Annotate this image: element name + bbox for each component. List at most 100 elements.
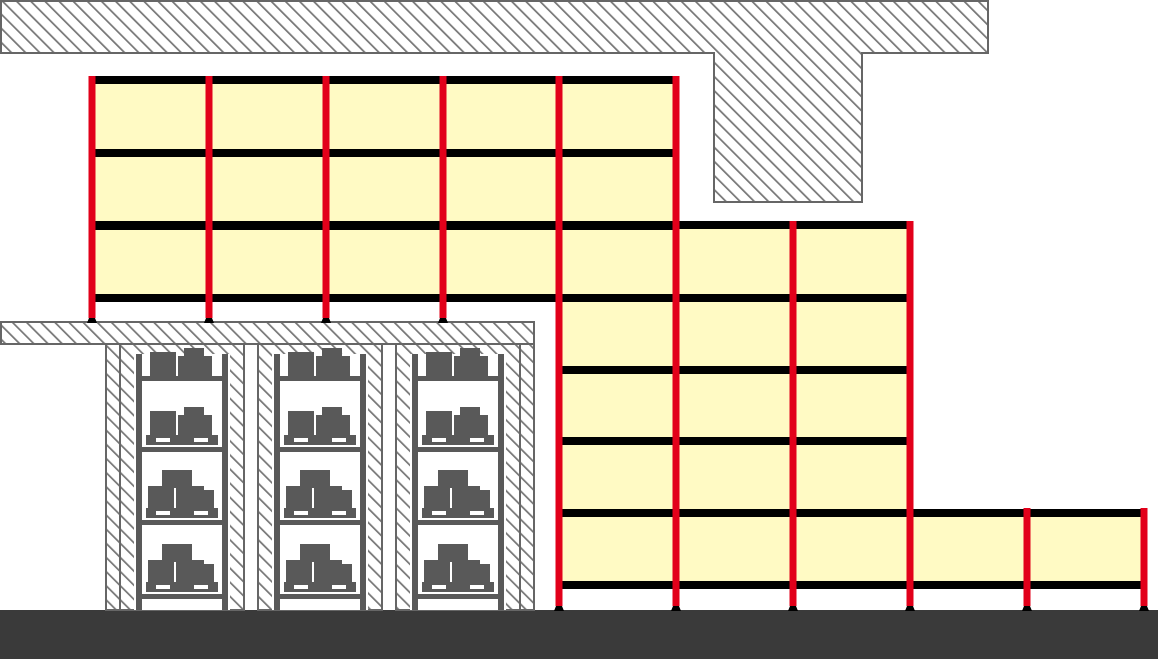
shelf-post [322, 76, 330, 318]
shelf-beam [92, 76, 676, 84]
shelf-post [1023, 508, 1031, 606]
box [148, 560, 174, 582]
box [162, 544, 192, 562]
box-stack-icon [286, 544, 352, 582]
storage-bay-3 [395, 343, 521, 611]
box [470, 490, 490, 508]
box [424, 560, 450, 582]
box [426, 352, 452, 376]
rack-shelf [412, 594, 504, 599]
box [288, 352, 314, 376]
box [322, 407, 342, 417]
box-stack-icon [288, 407, 350, 435]
storage-bay-1 [119, 343, 245, 611]
ceiling-beam [0, 0, 989, 203]
rack-upright-right [360, 354, 366, 610]
box [426, 411, 452, 435]
pallet-rack-icon [136, 348, 228, 610]
box [454, 356, 488, 376]
rack-shelf [274, 447, 366, 452]
rack-upright-left [412, 354, 418, 610]
mezzanine-column-left [105, 343, 121, 611]
box [438, 544, 468, 562]
box [286, 560, 312, 582]
rack-shelf [136, 520, 228, 525]
box [322, 348, 342, 358]
box [460, 407, 480, 417]
pallet-slot [156, 585, 170, 589]
pallet-slot [332, 585, 346, 589]
shelf-post [205, 76, 213, 318]
pallet [284, 508, 356, 518]
box [438, 470, 468, 488]
pallet [422, 582, 494, 592]
pallet [422, 435, 494, 445]
box [454, 415, 488, 435]
shelving-panel [558, 225, 910, 585]
box [332, 490, 352, 508]
post-foot [905, 606, 915, 611]
box-stack-icon [148, 470, 214, 508]
pallet [146, 435, 218, 445]
shelf-post [672, 76, 680, 606]
shelf-beam [92, 221, 910, 229]
box [460, 348, 480, 358]
shelf-beam [92, 149, 676, 157]
shelf-beam [558, 509, 1145, 517]
rack-shelf [412, 520, 504, 525]
shelf-post [88, 76, 96, 318]
box-stack-icon [288, 348, 350, 376]
box [470, 564, 490, 582]
post-foot [87, 318, 97, 323]
shelving-posts [87, 76, 1149, 611]
box [316, 356, 350, 376]
rack-shelf [274, 376, 366, 381]
pallet [146, 582, 218, 592]
pallet-slot [294, 511, 308, 515]
post-foot [204, 318, 214, 323]
box [184, 348, 204, 358]
rack-shelf [136, 594, 228, 599]
storage-bay-2 [257, 343, 383, 611]
box [194, 490, 214, 508]
box-stack-icon [150, 348, 212, 376]
post-foot [788, 606, 798, 611]
rack-shelf [136, 447, 228, 452]
box [300, 544, 330, 562]
storage-bays [119, 343, 521, 611]
pallet-rack-icon [274, 348, 366, 610]
post-foot [1022, 606, 1032, 611]
pallet [284, 582, 356, 592]
pallet-slot [294, 438, 308, 442]
shelf-beam [558, 581, 1145, 589]
box-stack-icon [426, 348, 488, 376]
post-foot [321, 318, 331, 323]
pallet-slot [194, 585, 208, 589]
pallet-slot [194, 438, 208, 442]
pallet-slot [332, 511, 346, 515]
pallet-slot [470, 511, 484, 515]
pallet-slot [470, 438, 484, 442]
pallet [422, 508, 494, 518]
box [184, 407, 204, 417]
pallet-slot [156, 511, 170, 515]
pallet-slot [432, 511, 446, 515]
box-stack-icon [150, 407, 212, 435]
box [150, 411, 176, 435]
pallet-slot [194, 511, 208, 515]
rack-upright-left [274, 354, 280, 610]
box [316, 415, 350, 435]
shelving-panels [92, 80, 1145, 585]
pallet-slot [432, 438, 446, 442]
shelf-post [906, 221, 914, 606]
rack-shelf [136, 376, 228, 381]
shelf-post [789, 221, 797, 606]
rack-upright-right [498, 354, 504, 610]
pallet-slot [294, 585, 308, 589]
rack-upright-right [222, 354, 228, 610]
post-foot [438, 318, 448, 323]
rack-shelf [274, 520, 366, 525]
post-foot [554, 606, 564, 611]
